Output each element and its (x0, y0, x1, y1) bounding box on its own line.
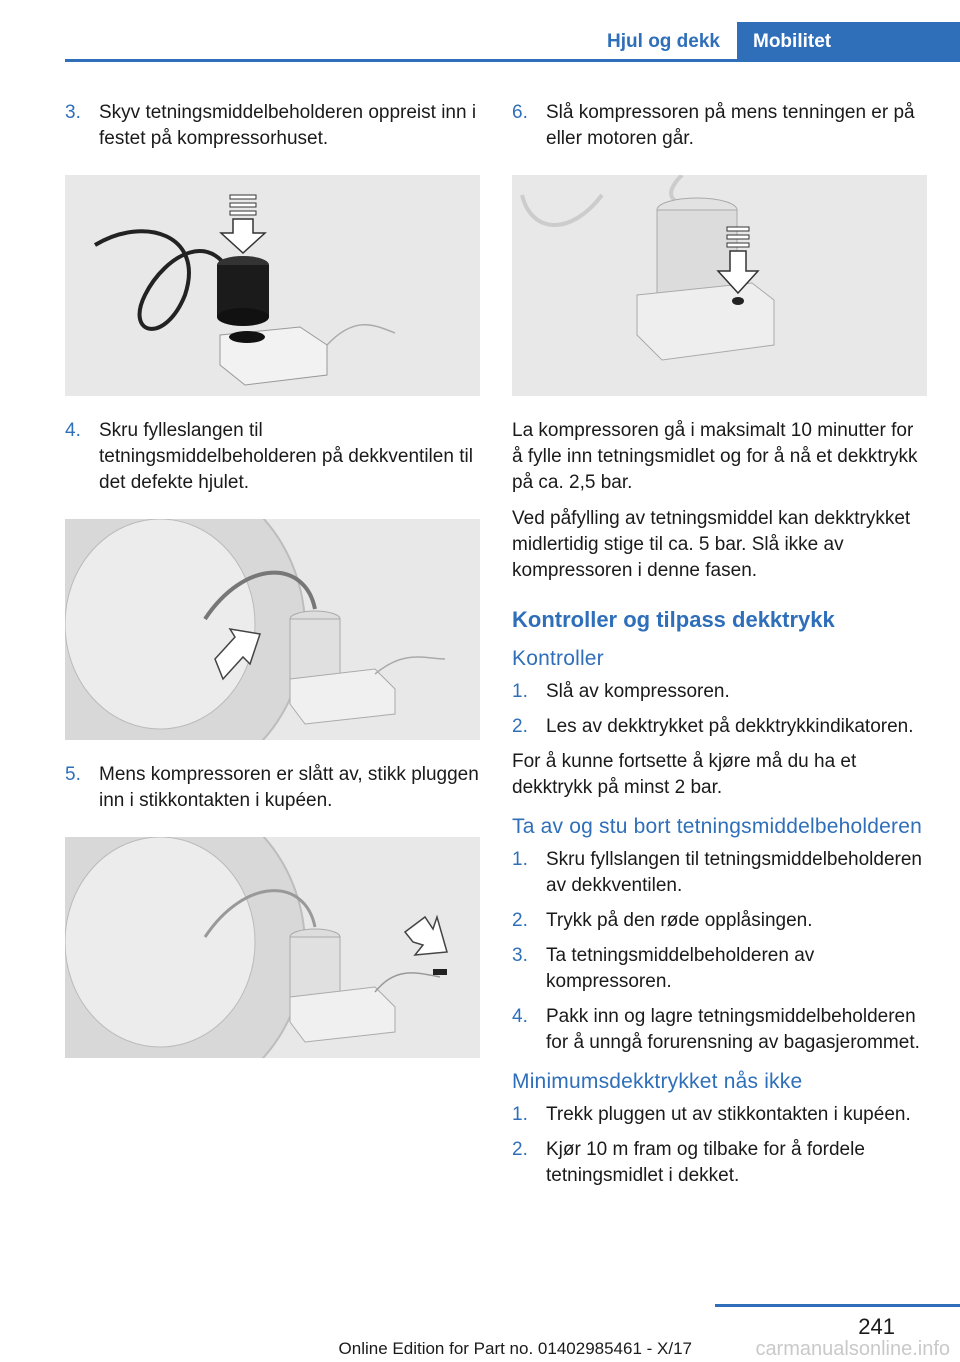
step-list: 1. Skru fyllslangen til tetningsmiddelbe… (512, 847, 927, 1056)
list-item: 2. Trykk på den røde opplåsingen. (512, 908, 927, 934)
list-item: 2. Les av dekktrykket på dekktrykkindika… (512, 714, 927, 740)
watermark: carmanualsonline.info (755, 1338, 950, 1360)
step-text: Trekk pluggen ut av stikkontakten i kupé… (546, 1104, 911, 1125)
figure-switch-on (512, 175, 927, 396)
step-number: 5. (65, 764, 81, 785)
left-column: 3. Skyv tetningsmiddelbeholderen oppreis… (65, 100, 480, 1080)
list-item: 1. Skru fyllslangen til tetningsmiddelbe… (512, 847, 927, 899)
step-number: 4. (512, 1006, 528, 1027)
step-number: 6. (512, 102, 528, 123)
list-item: 1. Trekk pluggen ut av stikkontakten i k… (512, 1102, 927, 1128)
step-number: 2. (512, 910, 528, 931)
subsection-title: Minimumsdekktrykket nås ikke (512, 1070, 803, 1093)
step-text: Pakk inn og lagre tetningsmiddelbeholder… (546, 1006, 920, 1053)
list-item: 6. Slå kompressoren på mens tenningen er… (512, 100, 927, 152)
step-text: Ta tetningsmiddelbeholderen av kompresso… (546, 945, 815, 992)
step-number: 3. (65, 102, 81, 123)
step-list: 1. Slå av kompressoren. 2. Les av dekktr… (512, 679, 927, 740)
right-column: 6. Slå kompressoren på mens tenningen er… (512, 100, 927, 1198)
step-text: Skyv tetningsmiddelbeholderen oppreist i… (99, 102, 477, 149)
list-item: 5. Mens kompressoren er slått av, stikk … (65, 762, 480, 814)
header-rule (65, 59, 960, 62)
figure-sealant-insert (65, 175, 480, 396)
page-number: 241 (858, 1314, 895, 1339)
list-item: 4. Pakk inn og lagre tetningsmiddelbehol… (512, 1004, 927, 1056)
step-text: Skru fylleslangen til tetningsmiddelbeho… (99, 420, 473, 493)
step-text: Skru fyllslangen til tetningsmiddelbehol… (546, 849, 923, 896)
step-text: Les av dekktrykket på dekktrykkindikator… (546, 716, 914, 737)
step-text: Trykk på den røde opplåsingen. (546, 910, 813, 931)
step-list: 1. Trekk pluggen ut av stikkontakten i k… (512, 1102, 927, 1189)
step-text: Slå kompressoren på mens tenningen er på… (546, 102, 915, 149)
paragraph: Ved påfylling av tetningsmiddel kan dekk… (512, 508, 911, 581)
list-item: 3. Ta tetningsmiddelbeholderen av kompre… (512, 943, 927, 995)
list-item: 2. Kjør 10 m fram og tilbake for å forde… (512, 1137, 927, 1189)
header-chapter-tab[interactable]: Mobilitet (737, 22, 960, 62)
figure-hose-to-valve (65, 519, 480, 740)
paragraph: La kompressoren gå i maksimalt 10 minutt… (512, 420, 918, 493)
list-item: 4. Skru fylleslangen til tetningsmiddelb… (65, 418, 480, 496)
step-text: Kjør 10 m fram og tilbake for å fordele … (546, 1139, 865, 1186)
step-number: 1. (512, 849, 528, 870)
section-title: Kontroller og tilpass dekktrykk (512, 607, 835, 632)
header-section-label[interactable]: Hjul og dekk (607, 31, 720, 52)
figure-plug-in (65, 837, 480, 1058)
list-item: 1. Slå av kompressoren. (512, 679, 927, 705)
step-number: 1. (512, 681, 528, 702)
page-header: Hjul og dekk Mobilitet (65, 22, 960, 62)
paragraph: For å kunne fortsette å kjøre må du ha e… (512, 751, 857, 798)
subsection-title: Ta av og stu bort tetningsmiddelbeholder… (512, 815, 922, 838)
step-number: 2. (512, 716, 528, 737)
step-number: 2. (512, 1139, 528, 1160)
step-number: 4. (65, 420, 81, 441)
step-text: Slå av kompressoren. (546, 681, 730, 702)
step-number: 1. (512, 1104, 528, 1125)
footer-rule (715, 1304, 960, 1307)
edition-note: Online Edition for Part no. 01402985461 … (338, 1339, 692, 1358)
subsection-title: Kontroller (512, 647, 604, 670)
step-text: Mens kompressoren er slått av, stikk plu… (99, 764, 479, 811)
step-number: 3. (512, 945, 528, 966)
list-item: 3. Skyv tetningsmiddelbeholderen oppreis… (65, 100, 480, 152)
